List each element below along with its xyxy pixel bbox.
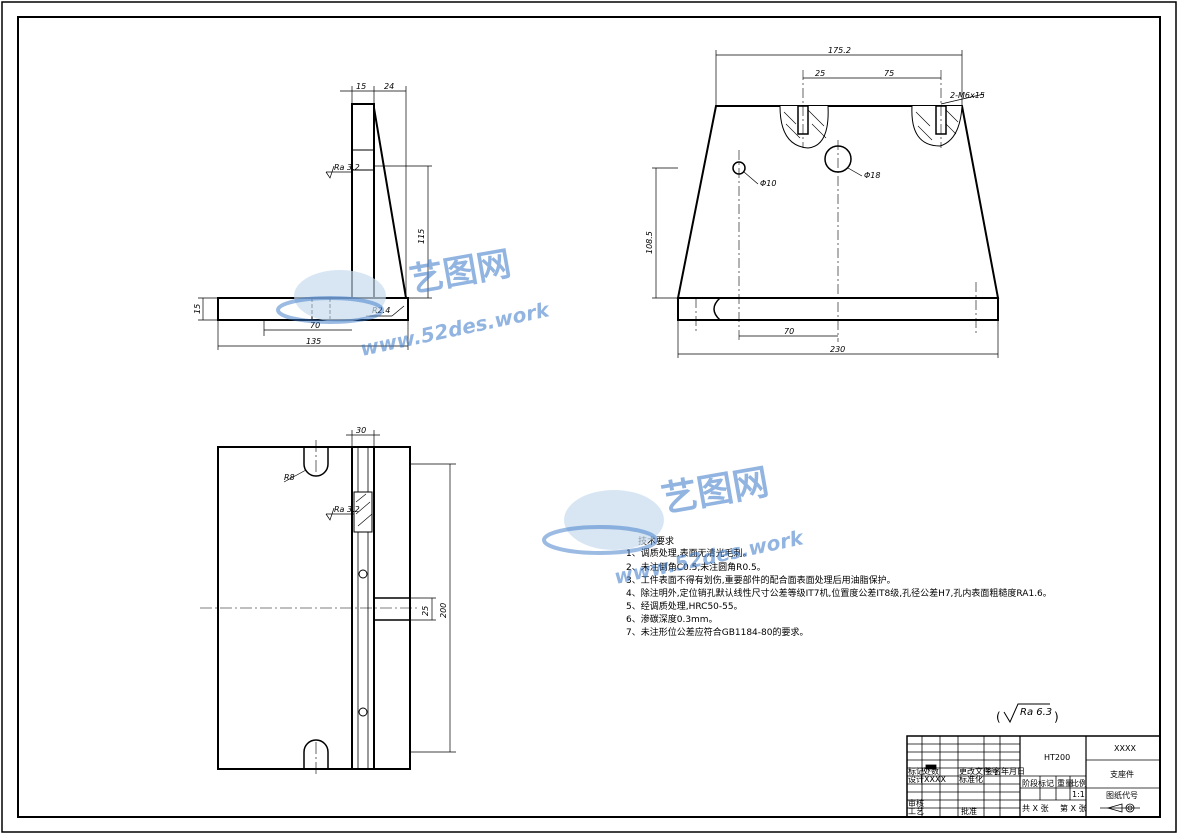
dim-height: 108.5 xyxy=(645,231,654,254)
requirement-item: 1、调质处理,表面无清光毛刺。 xyxy=(626,547,752,559)
dim-inner-length: 70 xyxy=(310,321,320,330)
svg-text:艺图网: 艺图网 xyxy=(407,244,514,301)
hatched-section xyxy=(353,491,373,533)
base-hole-section xyxy=(713,297,721,321)
section-right xyxy=(911,105,963,147)
dim-slot-radius: R8 xyxy=(284,473,295,482)
label-sign: 签名 xyxy=(985,766,1001,776)
label-std: 标准化 xyxy=(959,774,983,784)
roughness-symbol xyxy=(1003,703,1050,724)
value-scale: 1:1 xyxy=(1072,790,1085,799)
label-mark: 标记 xyxy=(908,766,924,776)
label-review: 审核 xyxy=(908,798,924,808)
vertical-plate xyxy=(351,103,375,299)
label-date: 年月日 xyxy=(1001,766,1025,776)
label-process: 工艺 xyxy=(908,807,924,816)
roughness-open-paren: ( xyxy=(996,710,1001,724)
dim-total-length: 135 xyxy=(306,337,321,346)
dim-small-hole: Φ10 xyxy=(760,179,776,188)
title-block xyxy=(906,735,1161,818)
hatching xyxy=(783,109,959,141)
top-view xyxy=(200,430,456,776)
title-drawing-no: 图纸代号 xyxy=(1106,790,1138,800)
dim-hole-offset: 70 xyxy=(784,327,794,336)
requirement-item: 5、经调质处理,HRC50-55。 xyxy=(626,600,743,612)
title-material: HT200 xyxy=(1044,753,1070,762)
roughness-mark-top: Ra 3.2 xyxy=(334,505,360,514)
label-scale: 比例 xyxy=(1071,778,1087,788)
technical-requirements: 技术要求 1、调质处理,表面无清光毛刺。 2、未注倒角C0.5,未注圆角R0.5… xyxy=(626,535,1052,638)
top-dims xyxy=(283,430,456,753)
slot-bottom xyxy=(303,739,329,769)
label-file: 更改文件号 xyxy=(959,766,999,776)
requirement-item: 3、工件表面不得有划伤,重要部件的配合面表面处理后用油脂保护。 xyxy=(626,574,896,586)
dim-slot-offset: 25 xyxy=(815,69,825,78)
front-dims xyxy=(198,86,432,350)
label-count: 处数 xyxy=(923,766,939,776)
pin-hole-2 xyxy=(358,707,368,717)
dim-large-hole: Φ18 xyxy=(864,171,880,180)
title-part-name: 支座件 xyxy=(1110,769,1134,779)
dim-slot-spacing: 75 xyxy=(884,69,894,78)
requirement-item: 2、未注倒角C0.5,未注圆角R0.5。 xyxy=(626,561,766,573)
dim-top-width: 175.2 xyxy=(828,46,851,55)
label-sheet: 第 X 张 xyxy=(1060,803,1087,813)
dim-total-height: 200 xyxy=(439,603,448,618)
label-stage: 阶段标记 xyxy=(1022,778,1054,788)
rib xyxy=(373,107,408,299)
svg-text:艺图网: 艺图网 xyxy=(658,462,771,521)
roughness-mark: Ra 3.2 xyxy=(334,163,360,172)
slot-top xyxy=(303,447,329,477)
section-left xyxy=(779,105,829,149)
projection-symbol-icon xyxy=(1100,803,1140,813)
label-approve: 批准 xyxy=(961,806,977,816)
drawing-frame xyxy=(17,16,1161,818)
roughness-close-paren: ) xyxy=(1054,710,1059,724)
label-sheets: 共 X 张 xyxy=(1022,804,1049,813)
dim-base-thickness: 15 xyxy=(193,304,202,314)
requirement-item: 4、除注明外,定位销孔默认线性尺寸公差等级IT7机,位置度公差IT8级,孔径公差… xyxy=(626,587,1052,599)
dim-rib-width: 30 xyxy=(356,426,366,435)
roughness-value: Ra 6.3 xyxy=(1020,707,1052,718)
dim-thread: 2-M6x15 xyxy=(950,91,985,100)
pin-hole-1 xyxy=(358,569,368,579)
dim-tab-width: 25 xyxy=(421,606,430,616)
right-dims xyxy=(652,50,999,358)
tab xyxy=(373,597,411,621)
top-center-lines xyxy=(200,440,420,776)
requirement-item: 7、未注形位公差应符合GB1184-80的要求。 xyxy=(626,626,808,638)
center-lines xyxy=(695,70,977,342)
dim-rib-height: 115 xyxy=(417,229,426,244)
title-org: XXXX xyxy=(1114,744,1136,753)
watermark-logo-2: 艺图网 www.52des.work xyxy=(542,462,807,589)
requirement-item: 6、渗碳深度0.3mm。 xyxy=(626,613,718,625)
dim-top-left: 15 xyxy=(356,82,366,91)
value-designer: XXXX xyxy=(924,775,946,784)
dim-base-width: 230 xyxy=(830,345,845,354)
label-weight: 重量 xyxy=(1057,778,1073,788)
dim-top-right: 24 xyxy=(384,82,394,91)
general-roughness: ( Ra 6.3 ) xyxy=(996,703,1059,724)
label-designer: 设计 xyxy=(908,774,924,784)
right-view xyxy=(652,50,1000,358)
